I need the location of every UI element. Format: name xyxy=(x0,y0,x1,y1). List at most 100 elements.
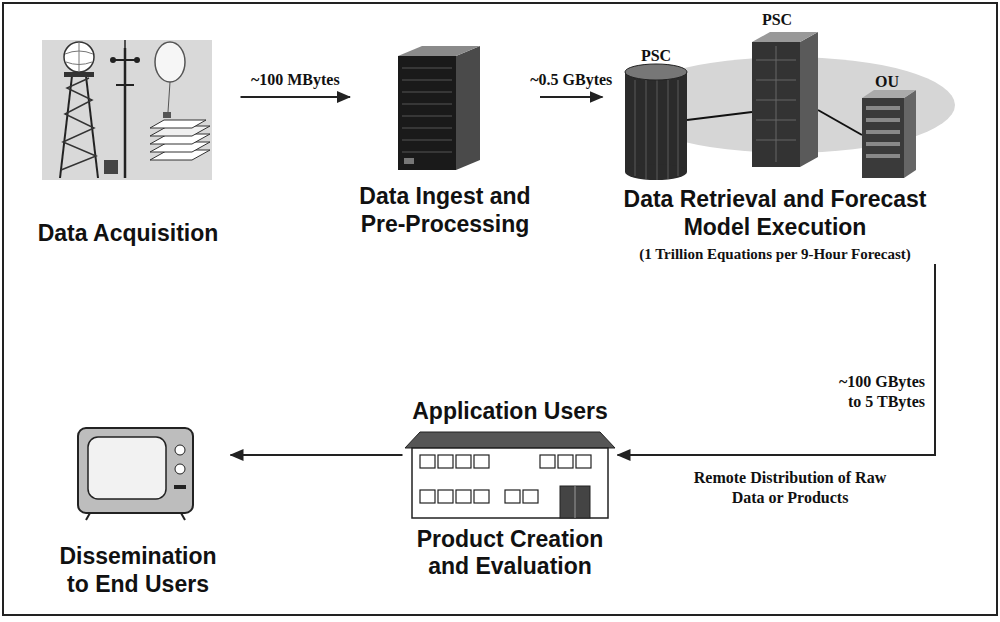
compute-centres xyxy=(625,32,955,180)
office-building xyxy=(540,455,555,468)
compute-centres xyxy=(752,42,800,167)
distribution-note: Remote Distribution of Raw Data or Produ… xyxy=(690,468,890,508)
office-building xyxy=(523,490,538,503)
ingest-server xyxy=(402,140,452,141)
acquisition-picture xyxy=(60,76,72,178)
ingest-server xyxy=(402,68,452,152)
television-set xyxy=(181,513,185,520)
process-stage: Data Acquisition xyxy=(16,38,241,248)
stage-note: Product Creation and Evaluation xyxy=(403,526,618,581)
compute-centres xyxy=(646,80,647,179)
ingest-server xyxy=(398,56,456,170)
acquisition-picture xyxy=(155,42,185,82)
compute-centres xyxy=(635,80,636,176)
office-building xyxy=(405,432,615,448)
ingest-server xyxy=(402,92,452,93)
compute-centres xyxy=(866,130,900,134)
office-building xyxy=(456,490,471,503)
compute-centres xyxy=(678,80,679,176)
office-building xyxy=(405,432,615,518)
data-volume: ~100 GBytes to 5 TBytes xyxy=(830,372,925,412)
acquisition-picture xyxy=(113,59,137,61)
flow-arrow xyxy=(618,264,936,455)
television-set xyxy=(174,485,186,489)
site-label: OU xyxy=(862,72,912,92)
acquisition-picture xyxy=(150,120,206,128)
office-building xyxy=(474,490,489,503)
connector-group xyxy=(231,97,936,455)
office-building xyxy=(558,455,573,468)
office-building xyxy=(420,490,435,503)
stage-label: Application Users xyxy=(403,398,618,426)
data-volume: ~0.5 GBytes xyxy=(530,70,612,90)
stage-label: Dissemination to End Users xyxy=(46,543,231,598)
office-building xyxy=(438,490,453,503)
acquisition-picture xyxy=(163,112,171,118)
acquisition-picture xyxy=(104,160,118,174)
office-building xyxy=(575,486,576,518)
acquisition-picture xyxy=(124,48,127,178)
ingest-server xyxy=(402,68,452,69)
ingest-server xyxy=(398,46,480,56)
compute-centres xyxy=(904,90,916,178)
compute-centres xyxy=(866,106,900,110)
office-building xyxy=(412,448,608,518)
office-building xyxy=(420,455,435,468)
acquisition-picture xyxy=(116,84,134,86)
office-building xyxy=(576,455,591,468)
ingest-server xyxy=(402,128,452,129)
ingest-server xyxy=(402,80,452,81)
acquisition-picture xyxy=(42,40,212,180)
data-volume: ~100 MBytes xyxy=(251,70,340,90)
process-stage: Data Retrieval and Forecast Model Execut… xyxy=(603,0,948,264)
office-building xyxy=(456,455,471,468)
acquisition-picture xyxy=(168,82,170,112)
office-building xyxy=(438,455,453,468)
stage-label: Data Ingest and Pre-Processing xyxy=(350,183,540,238)
ingest-server xyxy=(402,104,452,105)
compute-centres xyxy=(800,32,818,167)
flow-arrow xyxy=(540,96,603,98)
ingest-server xyxy=(456,46,480,170)
office-building xyxy=(560,486,590,518)
compute-centres xyxy=(756,46,796,162)
flow-arrow xyxy=(231,454,403,456)
frame-border xyxy=(3,3,997,615)
compute-centres xyxy=(818,110,862,135)
acquisition-picture xyxy=(134,57,140,63)
ingest-server xyxy=(402,116,452,117)
acquisition-picture xyxy=(64,42,94,72)
ingest-server xyxy=(398,46,480,170)
process-stage: Dissemination to End Users xyxy=(46,425,231,598)
stage-label: Data Acquisition xyxy=(16,220,241,248)
acquisition-picture xyxy=(110,57,116,63)
compute-centres xyxy=(776,46,777,162)
television-set xyxy=(88,437,166,499)
compute-centres xyxy=(687,112,752,120)
television-set xyxy=(175,464,185,474)
process-stage: Data Ingest and Pre-Processing xyxy=(350,40,540,238)
compute-centres xyxy=(862,90,916,98)
compute-centres xyxy=(866,106,900,158)
stage-note: (1 Trillion Equations per 9-Hour Forecas… xyxy=(603,245,948,264)
acquisition-picture xyxy=(61,78,96,170)
compute-centres xyxy=(752,32,818,42)
ingest-server xyxy=(404,158,414,164)
compute-centres xyxy=(866,154,900,158)
compute-centres xyxy=(657,80,658,180)
acquisition-picture xyxy=(42,40,212,180)
stage-label: Data Retrieval and Forecast Model Execut… xyxy=(603,186,948,241)
site-label: PSC xyxy=(752,10,802,30)
compute-centres xyxy=(668,80,669,179)
ingest-server xyxy=(402,152,452,153)
process-stage: Application UsersProduct Creation and Ev… xyxy=(403,398,618,581)
compute-centres xyxy=(862,98,904,178)
television-set xyxy=(175,445,185,455)
acquisition-picture xyxy=(65,42,93,72)
compute-centres xyxy=(866,142,900,146)
acquisition-picture xyxy=(124,40,126,48)
office-building xyxy=(505,490,520,503)
flow-arrow xyxy=(241,96,351,98)
office-building xyxy=(474,455,489,468)
